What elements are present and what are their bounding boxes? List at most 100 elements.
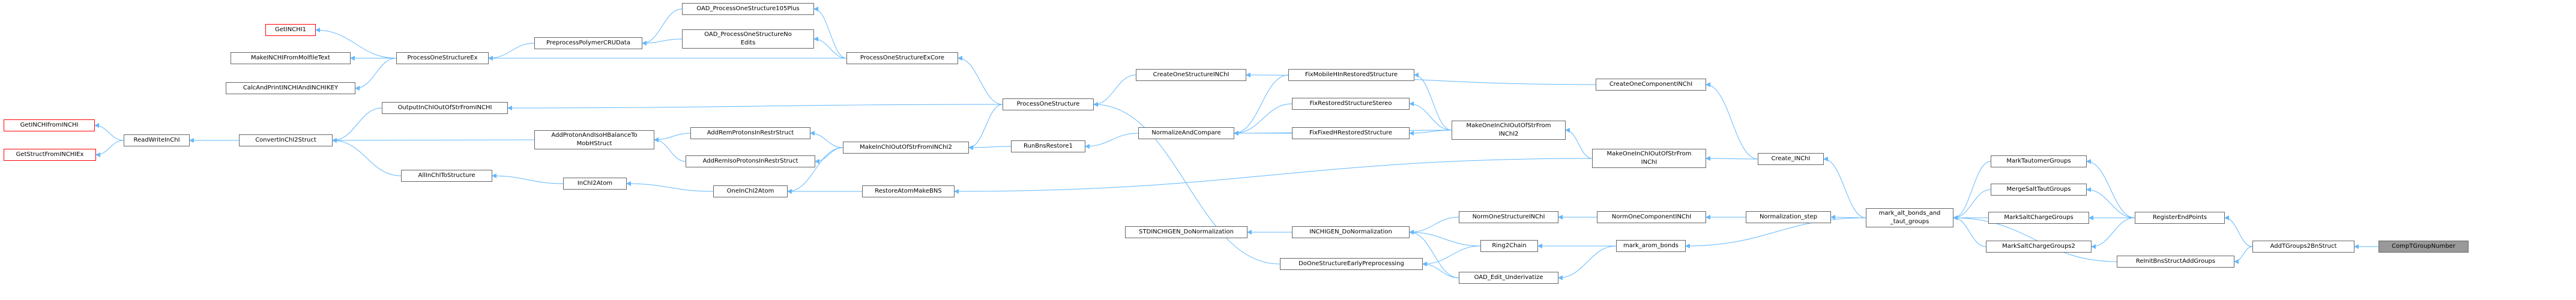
node-normonecomponentinchi[interactable]: NormOneComponentINChI: [1597, 211, 1706, 223]
node-line: mark_alt_bonds_and: [1878, 210, 1941, 217]
node-fixrestoredstructurestereo[interactable]: FixRestoredStructureStereo: [1292, 98, 1410, 110]
edge-createonestructureinchi-to-processonestructure: [1093, 74, 1136, 107]
node-outputinchioutofstrfrominchi[interactable]: OutputInChIOutOfStrFromINCHI: [382, 102, 508, 114]
node-comptgroupnumber: CompTGroupNumber: [2378, 241, 2469, 253]
node-oad-edit-underivatize[interactable]: OAD_Edit_Underivatize: [1459, 272, 1558, 284]
edge-normalizeandcompare-to-runbnsrestore1: [1085, 133, 1139, 149]
node-makeoneinchioutofstrfrominchi2[interactable]: MakeOneInChIOutOfStrFrom INChI2: [1452, 121, 1566, 140]
node-makeinchifrommolfiletext[interactable]: MakeINCHIFromMolfileText: [231, 52, 351, 64]
node-processonestructureexcore[interactable]: ProcessOneStructureExCore: [846, 52, 958, 64]
node-createonestructureinchi[interactable]: CreateOneStructureINChI: [1136, 69, 1246, 81]
node-normalizeandcompare[interactable]: NormalizeAndCompare: [1138, 127, 1234, 139]
edge-processonestructureex-to-calcandprint: [355, 58, 397, 91]
edge-inchi2atom-to-allinchitostructure: [492, 173, 564, 184]
edge-makeoneinchioutofstrfrominchi2-to-fixfixedhrestoredstructure: [1409, 130, 1452, 136]
node-line: MobHStruct: [576, 140, 612, 147]
node-readwriteinchi[interactable]: ReadWriteInChI: [124, 134, 190, 146]
node-doonestructureearlypreprocessing[interactable]: DoOneStructureEarlyPreprocessing: [1280, 258, 1423, 270]
node-processonestructure[interactable]: ProcessOneStructure: [1003, 98, 1094, 110]
edge-ring2chain-to-inchigen_donormalization: [1409, 230, 1481, 247]
edge-normonestructureinchi-to-inchigen_donormalization: [1409, 217, 1459, 235]
node-addremisoprotonsinrestrstruct[interactable]: AddRemIsoProtonsInRestrStruct: [686, 155, 815, 167]
node-preprocesspolymercrudata[interactable]: PreprocessPolymerCRUData: [534, 37, 642, 49]
edge-reinitbnsstructaddgroups-to-mark_alt_bonds: [1953, 215, 2117, 262]
node-getstructfrominchiex[interactable]: GetStructFromINCHIEx: [4, 149, 96, 161]
node-addtgroups2bnstruct[interactable]: AddTGroups2BnStruct: [2252, 241, 2354, 253]
node-addprotonandisohbalancetomobhstruct[interactable]: AddProtonAndIsoHBalanceTo MobHStruct: [534, 130, 654, 149]
node-restoreatommakebns[interactable]: RestoreAtomMakeBNS: [862, 185, 955, 197]
node-create-inchi[interactable]: Create_INChI: [1758, 153, 1824, 165]
node-mark-arom-bonds[interactable]: mark_arom_bonds: [1616, 240, 1686, 252]
node-marksaltchargegroups2[interactable]: MarkSaltChargeGroups2: [1986, 241, 2092, 253]
node-ring2chain[interactable]: Ring2Chain: [1480, 240, 1538, 252]
node-mergesalttautgroups[interactable]: MergeSaltTautGroups: [1991, 184, 2087, 196]
node-registerendpoints[interactable]: RegisterEndPoints: [2135, 212, 2225, 224]
node-reinitbnsstructaddgroups[interactable]: ReInitBnsStructAddGroups: [2117, 256, 2234, 268]
edge-makeoneinchioutofstrfrominchi2-to-fixrestoredstructurestereo: [1409, 101, 1452, 131]
edge-addremisoprotonsinrestrstruct-to-addprotonandisohbalance: [654, 137, 686, 162]
edge-makeoneinchioutofstrfrominchi-to-restoreatommakebns: [954, 158, 1593, 194]
edge-mark_arom_bonds-to-oad_edit_underivatize: [1558, 245, 1617, 280]
node-line: INChI2: [1498, 131, 1519, 137]
node-line: MakeOneInChIOutOfStrFrom: [1466, 122, 1551, 129]
node-mark-alt-bonds-and-taut-groups[interactable]: mark_alt_bonds_and _taut_groups: [1866, 208, 1953, 227]
edge-processonestructure-to-processonestructureexcore: [958, 56, 1003, 105]
node-marksaltchargegroups[interactable]: MarkSaltChargeGroups: [1988, 212, 2089, 224]
node-makeoneinchioutofstrfrominchi[interactable]: MakeOneInChIOutOfStrFrom INChI: [1592, 149, 1706, 168]
edge-ring2chain-to-doonestructureearlypreprocessing: [1422, 245, 1481, 266]
node-stdinchigen-donormalization[interactable]: STDINCHIGEN_DoNormalization: [1125, 226, 1247, 238]
node-allinchitostructure[interactable]: AllInChIToStructure: [401, 170, 492, 182]
edge-oad_edit_underivatize-to-inchigen_donormalization: [1409, 230, 1459, 278]
node-convertinchi2struct[interactable]: ConvertInChI2Struct: [239, 134, 333, 146]
edge-mark_alt_bonds-to-create_inchi: [1823, 157, 1866, 218]
edge-fixmobilehinrestoredstructure-to-normalizeandcompare: [1234, 74, 1289, 136]
edge-makeinchioutofstrfrominchi2-to-addremprotonsinrestrstruct: [810, 131, 843, 148]
edge-oad105plus-to-preprocesspolymercru: [642, 8, 683, 46]
edge-oneinchi2atom-to-inchi2atom: [626, 181, 714, 192]
edge-doonestructureearlypreprocessing-to-processonestructure: [1093, 102, 1280, 265]
edge-addtgroups2bnstruct-to-reinitbnsstructaddgroups: [2234, 246, 2253, 264]
edge-makeinchioutofstrfrominchi2-to-oneinchi2atom: [787, 147, 843, 194]
edge-oadnoedits-to-preprocesspolymercru: [642, 38, 683, 46]
edge-registerendpoints-to-marktautomergroups: [2086, 159, 2135, 218]
node-oneinchi2atom[interactable]: OneInChI2Atom: [713, 185, 788, 197]
edge-allinchitostructure-to-convertinchi2struct: [332, 138, 402, 176]
edge-marksaltchargegroups2-to-mark_alt_bonds: [1953, 215, 1986, 247]
node-normalization-step[interactable]: Normalization_step: [1746, 211, 1831, 223]
node-fixfixedhrestoredstructure[interactable]: FixFixedHRestoredStructure: [1292, 127, 1410, 139]
node-marktautomergroups[interactable]: MarkTautomerGroups: [1991, 155, 2087, 167]
node-getinchi1[interactable]: GetINCHI1: [265, 24, 316, 36]
edge-processonestructureexcore-to-oad105plus: [813, 7, 847, 59]
node-processonestructureex[interactable]: ProcessOneStructureEx: [396, 52, 489, 64]
node-runbnsrestore1[interactable]: RunBnsRestore1: [1011, 140, 1085, 152]
edge-processonestructureex-to-getinchi1: [315, 28, 397, 59]
edge-registerendpoints-to-marksaltchargegroups2: [2091, 217, 2135, 249]
edge-addtgroups2bnstruct-to-registerendpoints: [2224, 215, 2253, 247]
node-oad-processonestructurenoedits[interactable]: OAD_ProcessOneStructureNo Edits: [682, 29, 814, 49]
edge-processonestructure-to-makeinchioutofstrfrominchi2: [968, 104, 1003, 150]
node-line: INChI: [1641, 159, 1658, 166]
edge-create_inchi-to-createonecomponentinchi: [1706, 82, 1758, 160]
edge-makeinchioutofstrfrominchi2-to-addremisoprotonsinrestrstruct: [815, 147, 843, 164]
edge-mark_alt_bonds-to-mark_arom_bonds: [1685, 217, 1866, 248]
edge-makeoneinchioutofstrfrominchi2-to-fixmobilehinrestoredstructure: [1414, 73, 1452, 131]
node-inchigen-donormalization[interactable]: INCHIGEN_DoNormalization: [1292, 226, 1410, 238]
node-getinchifrominchi[interactable]: GetINCHIfromINCHI: [4, 119, 95, 131]
edge-oad_edit_underivatize-to-doonestructureearlypreprocessing: [1422, 262, 1459, 278]
node-line: AddProtonAndIsoHBalanceTo: [551, 132, 638, 139]
node-oad-processonestructure105plus[interactable]: OAD_ProcessOneStructure105Plus: [682, 3, 814, 15]
node-normonestructureinchi[interactable]: NormOneStructureINChI: [1459, 211, 1558, 223]
node-createonecomponentinchi[interactable]: CreateOneComponentINChI: [1596, 79, 1706, 91]
node-addremprotonsinrestrstruct[interactable]: AddRemProtonsInRestrStruct: [690, 127, 810, 139]
node-makeinchioutofstrfrominchi2[interactable]: MakeInChIOutOfStrFromINChI2: [843, 142, 969, 154]
edge-readwriteinchi-to-getinchifrominchi: [94, 123, 124, 141]
node-calcandprintinchiandinchikey[interactable]: CalcAndPrintINCHIAndINCHIKEY: [226, 82, 355, 94]
node-inchi2atom[interactable]: InChI2Atom: [563, 178, 627, 190]
edge-registerendpoints-to-mergesalttautgroups: [2086, 187, 2135, 218]
node-fixmobilehinrestoredstructure[interactable]: FixMobileHInRestoredStructure: [1288, 69, 1414, 81]
node-line: OAD_ProcessOneStructureNo: [704, 31, 792, 38]
node-line: Edits: [740, 40, 756, 46]
edge-addremprotonsinrestrstruct-to-addprotonandisohbalance: [654, 133, 691, 142]
